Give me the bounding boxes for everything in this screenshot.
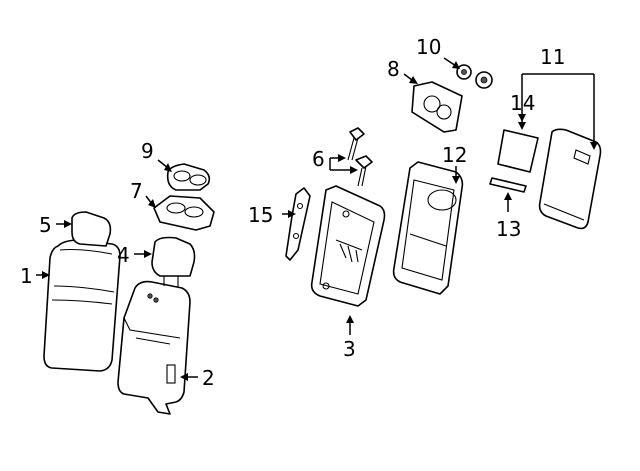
- part-14-pad: [497, 129, 539, 173]
- leader-lines: [36, 57, 598, 381]
- callout-15: 15: [248, 203, 273, 227]
- callout-8: 8: [387, 57, 400, 81]
- part-11-rear-cover-panel: [538, 128, 602, 230]
- callout-9: 9: [141, 139, 154, 163]
- callout-11: 11: [540, 45, 565, 69]
- callout-3: 3: [343, 337, 356, 361]
- part-5-headrest-pad: [71, 211, 112, 247]
- part-15-latch-bracket: [285, 187, 311, 261]
- callout-7: 7: [130, 179, 143, 203]
- part-8-bracket-plate: [411, 81, 463, 133]
- callout-2: 2: [202, 366, 215, 390]
- callout-10: 10: [416, 35, 441, 59]
- part-10-grommets: [456, 64, 493, 89]
- part-9-cup-holder: [166, 163, 211, 191]
- callout-4: 4: [117, 243, 130, 267]
- part-13-trim-strip: [489, 177, 527, 193]
- callout-6: 6: [312, 147, 325, 171]
- part-6-bolts: [347, 127, 373, 187]
- callout-13: 13: [496, 217, 521, 241]
- part-12-rear-frame: [392, 161, 464, 295]
- part-1-seatback-cover: [43, 239, 121, 372]
- part-2-seatback-panel: [117, 280, 191, 415]
- callout-labels: 1 2 3 4 5 6 7 8 9 10 11 12 13 14 15: [20, 35, 565, 390]
- callout-5: 5: [39, 213, 52, 237]
- part-4-headrest: [151, 236, 196, 288]
- callout-14: 14: [510, 91, 535, 115]
- part-3-seatback-frame: [310, 185, 386, 307]
- callout-1: 1: [20, 264, 33, 288]
- callout-12: 12: [442, 143, 467, 167]
- part-7-armrest-tray: [153, 195, 215, 231]
